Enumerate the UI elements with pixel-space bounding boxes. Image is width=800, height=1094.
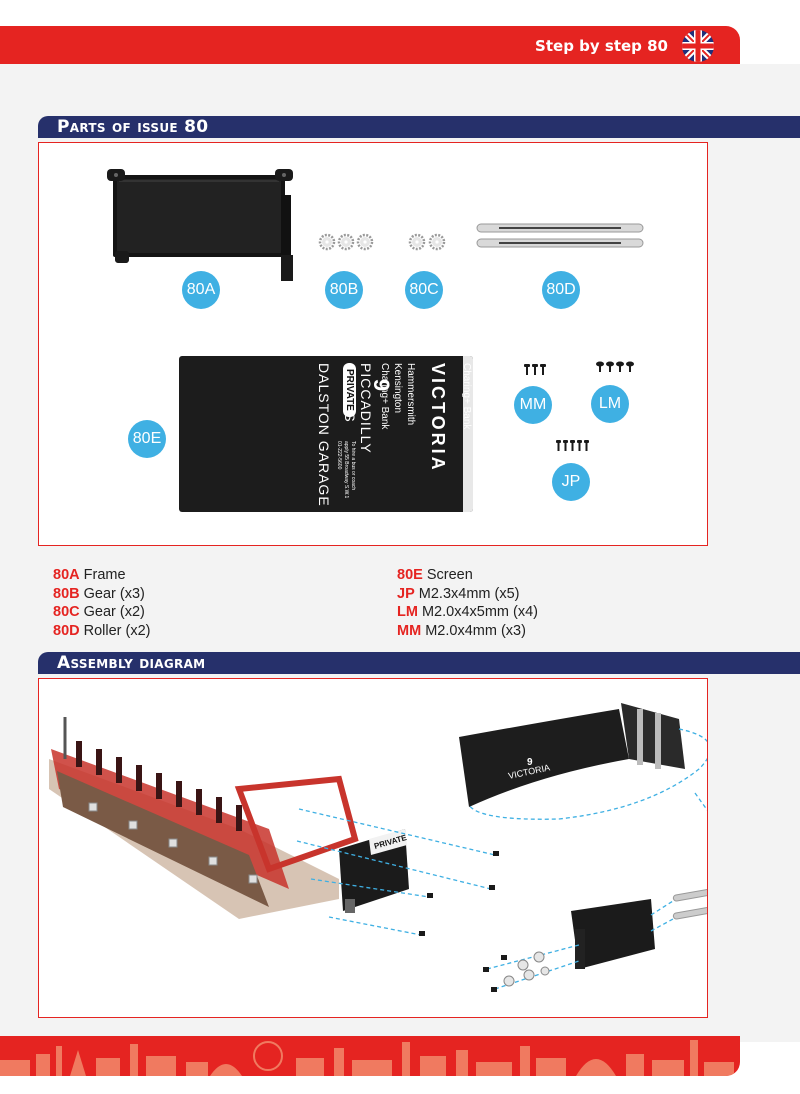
- badge-lm: LM: [591, 385, 629, 423]
- legend-item: 80D Roller (x2): [53, 622, 151, 641]
- london-skyline-icon: [0, 1036, 740, 1076]
- screen-roller-illustration: VICTORIA 9: [459, 703, 707, 824]
- legend-right: 80E Screen JP M2.3x4mm (x5) LM M2.0x4x5m…: [397, 566, 538, 641]
- assembly-section-header: Assembly diagram: [38, 652, 800, 674]
- badge-80b: 80B: [325, 271, 363, 309]
- legend-item: MM M2.0x4mm (x3): [397, 622, 538, 641]
- legend-item: LM M2.0x4x5mm (x4): [397, 603, 538, 622]
- badge-mm: MM: [514, 386, 552, 424]
- screen-side-text: Charing+ Bank: [461, 363, 472, 429]
- screen-route-number: 9: [368, 379, 394, 391]
- screen-hire-1: To hire a bus or coach: [349, 441, 356, 498]
- assembly-diagram: PRIVATE VICTORIA 9: [39, 679, 707, 1017]
- screen-part-image: Charing+ Bank VICTORIA Hammersmith Kensi…: [179, 356, 473, 512]
- badge-80d: 80D: [542, 271, 580, 309]
- badge-80a: 80A: [182, 271, 220, 309]
- badge-jp: JP: [552, 463, 590, 501]
- screen-private-label: PRIVATE: [343, 363, 356, 417]
- page-title: Step by step 80: [535, 37, 668, 55]
- frame-part-image: [105, 165, 305, 285]
- screws-mm-image: [523, 363, 549, 379]
- legend-item: 80A Frame: [53, 566, 151, 585]
- union-jack-flag-icon: [682, 30, 714, 62]
- frame-gears-illustration: [483, 887, 707, 992]
- parts-section-header: Parts of issue 80: [38, 116, 800, 138]
- assembly-panel: PRIVATE VICTORIA 9: [38, 678, 708, 1018]
- badge-80c: 80C: [405, 271, 443, 309]
- legend-item: 80B Gear (x3): [53, 585, 151, 604]
- bus-deck-illustration: [49, 717, 355, 919]
- screen-via-3: Charing+ Bank: [379, 363, 390, 429]
- rollers-80d-image: [475, 221, 647, 251]
- legend-item: JP M2.3x4mm (x5): [397, 585, 538, 604]
- screen-hire-3: 01-222-5600: [335, 441, 342, 498]
- screen-via-1: Hammersmith: [405, 363, 416, 425]
- parts-panel: 80A 80B 80C 80D Charing+ Bank VICTORIA H…: [38, 142, 708, 546]
- legend-item: 80E Screen: [397, 566, 538, 585]
- footer-bar: [0, 1036, 740, 1076]
- gears-80b-image: [317, 231, 377, 253]
- diagram-route-text: 9: [527, 757, 533, 768]
- screws-lm-image: [595, 361, 635, 377]
- screen-hire-2: apply 55 Broadway S.W.1: [342, 441, 349, 498]
- assembly-section-heading: Assembly diagram: [57, 653, 205, 673]
- screws-jp-image: [555, 439, 591, 455]
- screen-destination: VICTORIA: [427, 363, 448, 473]
- legend-left: 80A Frame 80B Gear (x3) 80C Gear (x2) 80…: [53, 566, 151, 641]
- parts-section-heading: Parts of issue 80: [57, 117, 208, 137]
- badge-80e: 80E: [128, 420, 166, 458]
- gears-80c-image: [407, 231, 449, 253]
- screen-garage: DALSTON GARAGE: [316, 363, 332, 507]
- legend-item: 80C Gear (x2): [53, 603, 151, 622]
